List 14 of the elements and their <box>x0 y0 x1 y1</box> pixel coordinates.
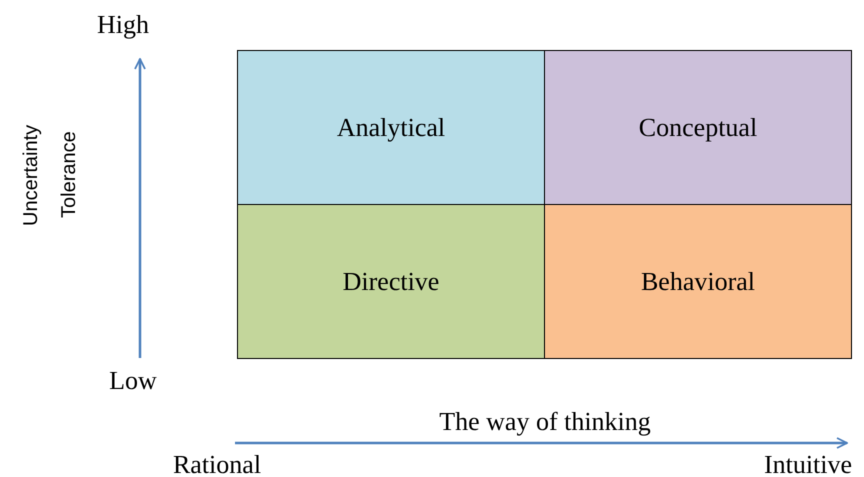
axis-end-label: Intuitive <box>764 450 852 477</box>
quadrant-box <box>544 204 852 359</box>
quadrant-box <box>544 50 852 205</box>
quadrant-label: Analytical <box>336 112 446 142</box>
axis-title: The way of thinking <box>439 407 651 437</box>
axis-end-label: Rational <box>172 450 262 477</box>
axis-end-label: High <box>97 10 149 40</box>
axis-end-label: Low <box>109 366 157 396</box>
quadrant-box <box>237 204 545 359</box>
quadrant-label: Directive <box>342 266 440 296</box>
quadrant-box <box>237 50 545 205</box>
axis-title: Uncertainty Tolerance <box>19 123 81 228</box>
quadrant-label: Conceptual <box>638 112 758 142</box>
quadrant-label: Behavioral <box>640 266 756 296</box>
